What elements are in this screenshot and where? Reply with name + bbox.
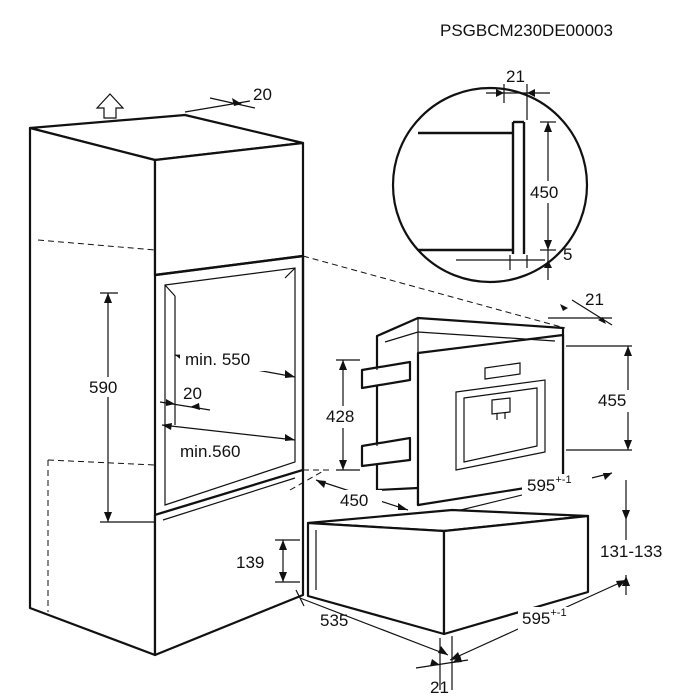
warming-drawer [306, 508, 590, 636]
detail-height-label: 450 [530, 183, 558, 202]
detail-top-label: 21 [506, 67, 525, 86]
dim-niche-width-lower-label: min.560 [180, 442, 240, 461]
dim-appliance-depth-label: 450 [340, 491, 368, 510]
detail-view [391, 84, 589, 284]
dim-niche-width-lower [161, 423, 296, 441]
dim-drawer-width-label: 595+-1 [522, 607, 567, 628]
dim-bottom-offset-label: 21 [430, 678, 449, 697]
detail-bottom-label: 5 [563, 245, 572, 264]
coffee-machine [360, 316, 565, 507]
dim-appliance-height-label: 455 [598, 391, 626, 410]
tall-cabinet [28, 113, 305, 657]
dim-top-depth-label: 20 [253, 85, 272, 104]
dim-appliance-offset [548, 299, 613, 326]
dim-top-depth [184, 97, 256, 113]
dim-drawer-height [622, 480, 630, 595]
document-code: PSGBCM230DE00003 [440, 21, 613, 40]
dim-lower-depth-label: 535 [320, 611, 348, 630]
dim-appliance-width-label: 595+-1 [527, 474, 572, 495]
up-arrow-icon [95, 93, 125, 119]
dim-niche-width-upper-label: min. 550 [185, 350, 250, 369]
dim-lower-height [275, 539, 300, 583]
dim-side-gap [159, 399, 211, 411]
dim-lower-height-label: 139 [236, 553, 264, 572]
dim-appliance-offset-label: 21 [585, 290, 604, 309]
dim-appliance-inner-height-label: 428 [326, 407, 354, 426]
dashed-guides [37, 239, 566, 612]
dim-niche-height [100, 292, 155, 523]
dim-side-gap-label: 20 [183, 384, 202, 403]
dim-drawer-height-label: 131-133 [600, 542, 662, 561]
dim-niche-height-label: 590 [89, 378, 117, 397]
